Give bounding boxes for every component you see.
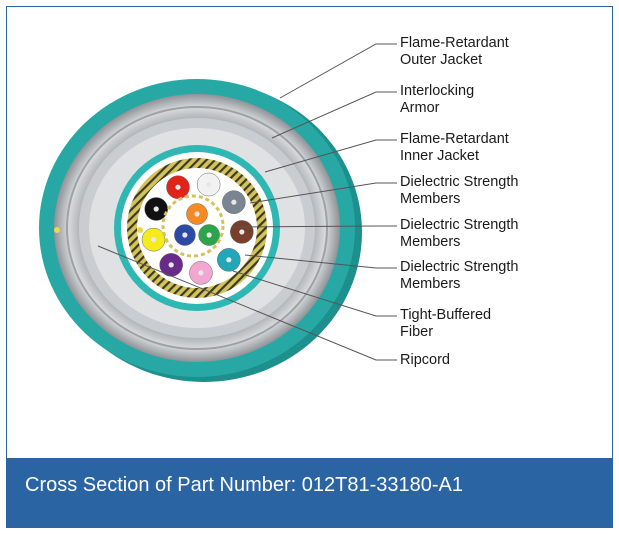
label-strength-members-3: Dielectric Strength Members <box>400 259 519 292</box>
fiber-core <box>239 229 245 235</box>
leader-strength-2 <box>231 225 397 228</box>
label-interlocking-armor: Interlocking Armor <box>400 83 475 116</box>
label-ripcord: Ripcord <box>400 352 450 368</box>
fiber-core <box>168 262 174 268</box>
leader-inner-jacket <box>264 139 397 173</box>
tight-buffered-fibers <box>141 172 254 285</box>
leader-lines <box>97 43 397 361</box>
caption-text: Cross Section of Part Number: 012T81-331… <box>25 474 463 496</box>
fiber-core <box>198 270 204 276</box>
label-strength-members-2: Dielectric Strength Members <box>400 217 519 250</box>
fiber-core <box>153 206 159 212</box>
leader-strength-1 <box>249 182 397 204</box>
label-tight-buffered-fiber: Tight-Buffered Fiber <box>400 307 492 340</box>
armor-ridge <box>66 106 328 350</box>
leader-strength-3 <box>244 254 397 269</box>
fiber-core <box>206 181 212 188</box>
ripcord-inner <box>137 227 143 233</box>
fiber-core <box>182 232 188 238</box>
fiber-core <box>175 184 181 190</box>
central-strength-member <box>161 194 225 258</box>
fiber-core <box>206 232 212 238</box>
label-strength-members-1: Dielectric Strength Members <box>400 174 519 207</box>
fiber-core <box>150 237 157 243</box>
leader-ripcord <box>97 245 397 361</box>
fiber-core <box>226 257 232 263</box>
fiber-core <box>194 211 200 217</box>
leader-armor <box>271 91 397 139</box>
label-inner-jacket: Flame-Retardant Inner Jacket <box>400 131 509 164</box>
leader-outer-jacket <box>279 43 397 99</box>
ripcord-outer <box>54 227 60 233</box>
fiber-core <box>231 199 237 205</box>
leader-tight-buffered <box>232 270 397 317</box>
label-outer-jacket: Flame-Retardant Outer Jacket <box>400 35 509 68</box>
caption-bar: Cross Section of Part Number: 012T81-331… <box>7 458 612 527</box>
